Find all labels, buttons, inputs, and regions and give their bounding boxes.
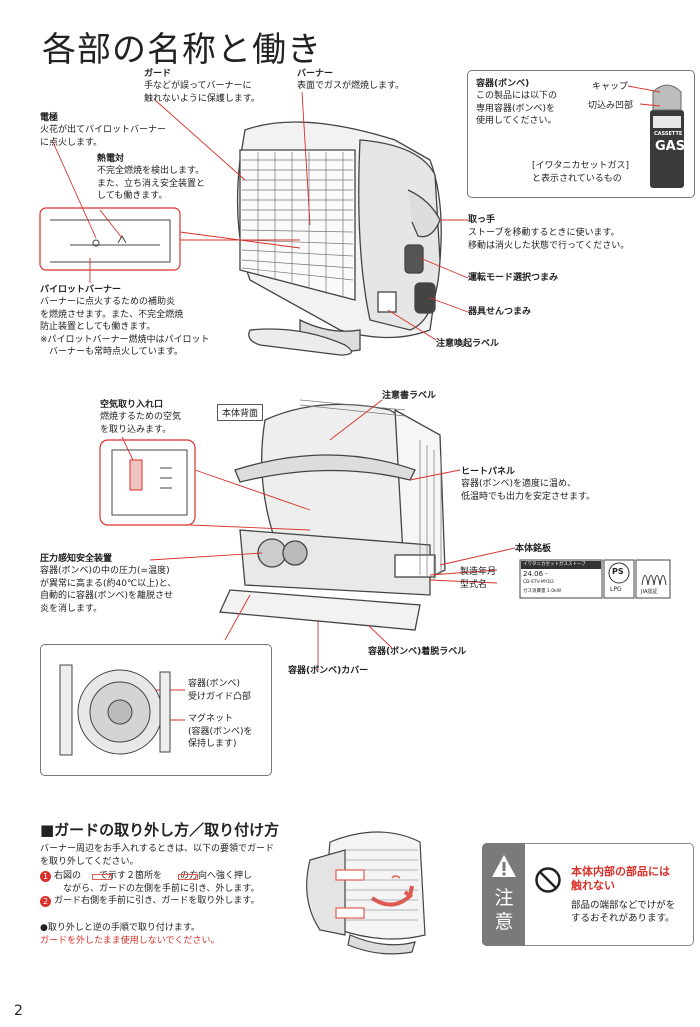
caution-desc: 部品の端部などでけがを するおそれがあります。 — [571, 900, 676, 924]
cartridge-box-title: 容器(ボンベ) — [476, 79, 530, 89]
direction-arrow-icon — [178, 874, 198, 880]
handle-label: 取っ手 — [468, 215, 496, 225]
heater-back-illustration — [219, 403, 446, 631]
lpg-mark: LPG — [610, 586, 622, 593]
heater-front-illustration — [236, 121, 442, 356]
thermocouple-desc: 不完全燃焼を検出します。 また、立ち消え安全装置と しても働きます。 — [97, 166, 206, 201]
air-intake-desc: 燃焼するための空気 を取り込みます。 — [100, 412, 182, 435]
magnet-label: マグネット (容器(ボンベ)を 保持します) — [188, 714, 253, 749]
guard-removal-illustration — [306, 831, 426, 955]
pilot-burner-desc: バーナーに点火するための補助炎 を燃焼させます。また、不完全燃焼 防止装置として… — [40, 297, 210, 357]
warning-triangle-icon — [492, 855, 516, 877]
guard-desc: 手などが誤ってバーナーに 触れないように保護します。 — [144, 81, 260, 104]
plate-line-2: 24.06 - — [523, 570, 548, 578]
magnet-inset-box — [40, 644, 272, 776]
pilot-detail-inset — [39, 207, 181, 271]
plate-line-3: CB-STV-MYD2 — [523, 580, 554, 585]
notch-label: 切込み凹部 — [588, 101, 634, 111]
caution-label-back: 注意書ラベル — [382, 391, 437, 401]
pressure-device-label: 圧力感知安全装置 — [40, 554, 113, 564]
air-intake-inset — [99, 439, 196, 526]
date-label: 製造年月 — [460, 567, 497, 577]
caution-label-text: 注 意 — [494, 887, 514, 933]
plate-line-4: ガス消費量 1.0kW — [523, 589, 562, 594]
plate-line-1: イワタニカセットガスストーブ — [523, 562, 586, 567]
prohibited-icon — [535, 867, 561, 893]
step-1-badge: 1 — [40, 871, 51, 882]
cartridge-info-box — [467, 70, 695, 198]
ps-mark: PS — [612, 567, 624, 576]
guard-intro: バーナー周辺をお手入れするときは、以下の要領でガード を取り外してください。 — [40, 844, 275, 867]
page-number: 2 — [14, 1003, 23, 1019]
electrode-desc: 火花が出てパイロットバーナー に点火します。 — [40, 125, 167, 148]
caution-label-front: 注意喚起ラベル — [436, 339, 500, 349]
can-text-1: CASSETTE — [654, 131, 683, 137]
guard-step-1: 右図の で示す２箇所を の方向へ強く押し ながら、ガードの左側を手前に引き、外し… — [54, 871, 260, 894]
handle-desc: ストーブを移動するときに使います。 移動は消火した状態で行ってください。 — [468, 228, 630, 251]
air-intake-label: 空気取り入れ口 — [100, 400, 164, 410]
can-text-2: GAS — [655, 139, 686, 154]
page-title: 各部の名称と働き — [42, 30, 322, 70]
front-grille-lines — [241, 152, 354, 298]
rating-plate-label: 本体銘板 — [515, 544, 552, 554]
guard-warning: ガードを外したまま使用しないでください。 — [40, 936, 220, 946]
caution-title: 本体内部の部品には 触れない — [571, 865, 670, 892]
appliance-knob-label: 器具せんつまみ — [468, 307, 532, 317]
heat-panel-label: ヒートパネル — [461, 467, 516, 477]
thermocouple-label: 熱電対 — [97, 154, 125, 164]
burner-desc: 表面でガスが燃焼します。 — [297, 81, 405, 91]
cover-label: 容器(ボンベ)カバー — [288, 666, 369, 676]
guard-section-heading: ■ガードの取り外し方／取り付け方 — [40, 821, 280, 839]
guide-label: 容器(ボンベ) 受けガイド凸部 — [188, 679, 252, 702]
burner-label: バーナー — [297, 69, 334, 79]
heat-panel-desc: 容器(ボンベ)を適度に温め、 低温時でも出力を安定させます。 — [461, 479, 596, 502]
mode-knob-label: 運転モード選択つまみ — [468, 273, 559, 283]
attach-label: 容器(ボンベ)着脱ラベル — [368, 647, 467, 657]
brand-label: [イワタニカセットガス] と表示されているもの — [532, 161, 630, 184]
cap-label: キャップ — [592, 82, 629, 92]
step-2-badge: 2 — [40, 896, 51, 907]
jia-mark: JIA認証 — [641, 589, 658, 595]
electrode-label: 電極 — [40, 113, 59, 123]
model-label: 型式名 — [460, 580, 488, 590]
pilot-burner-label: パイロットバーナー — [40, 285, 122, 295]
guard-label: ガード — [144, 69, 172, 79]
cartridge-box-desc: この製品には以下の 専用容器(ボンベ)を 使用してください。 — [476, 91, 558, 126]
back-view-label: 本体背面 — [217, 404, 264, 421]
guard-reattach: ●取り外しと逆の手順で取り付けます。 — [40, 923, 200, 933]
guard-step-2: ガード右側を手前に引き、ガードを取り外します。 — [54, 896, 260, 906]
pressure-device-desc: 容器(ボンベ)の中の圧力(=温度) が異常に高まる(約40℃以上)と、 自動的に… — [40, 566, 177, 614]
arrow-box-icon — [92, 874, 112, 880]
